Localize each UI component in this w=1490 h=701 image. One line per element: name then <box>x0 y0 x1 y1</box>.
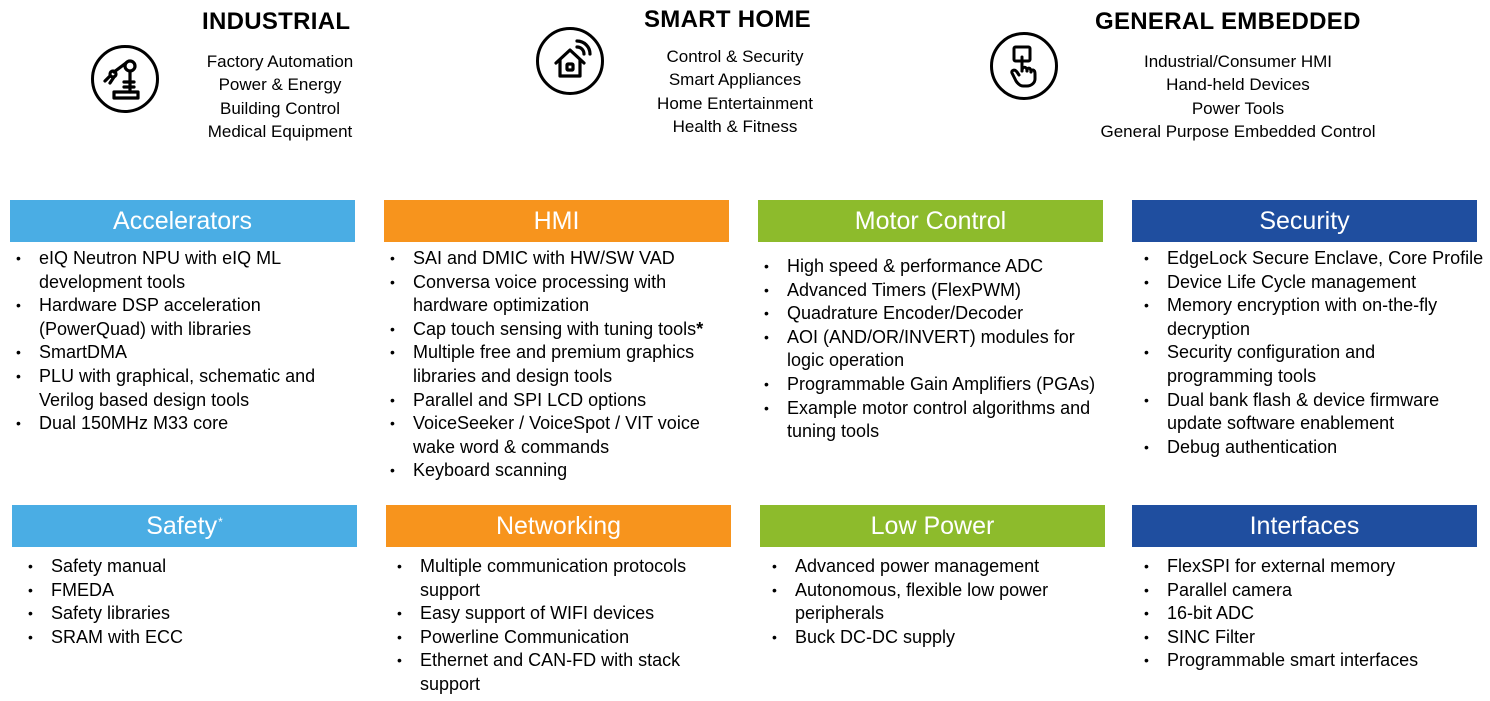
list-item: Home Entertainment <box>657 93 813 113</box>
list-item: Programmable smart interfaces <box>1140 649 1485 673</box>
card-title: Safety <box>146 511 218 540</box>
card-header-interfaces: Interfaces <box>1132 505 1477 547</box>
smart-home-icon <box>536 27 604 95</box>
card-list-safety: Safety manual FMEDA Safety libraries SRA… <box>24 555 354 649</box>
card-list-security: EdgeLock Secure Enclave, Core Profile De… <box>1140 247 1485 459</box>
list-item: Power Tools <box>1191 98 1285 118</box>
list-item: Memory encryption with on-the-fly decryp… <box>1140 294 1485 341</box>
list-item: Ethernet and CAN-FD with stack support <box>393 649 733 696</box>
list-item: Keyboard scanning <box>386 459 741 483</box>
card-title: Low Power <box>870 511 995 540</box>
list-item: AOI (AND/OR/INVERT) modules for logic op… <box>760 326 1105 373</box>
card-title: Accelerators <box>113 206 252 235</box>
list-item: Programmable Gain Amplifiers (PGAs) <box>760 373 1105 397</box>
list-item: Smart Appliances <box>668 70 802 90</box>
card-header-security: Security <box>1132 200 1477 242</box>
app-title: INDUSTRIAL <box>202 8 351 35</box>
list-item: 16-bit ADC <box>1140 602 1485 626</box>
list-item: Quadrature Encoder/Decoder <box>760 302 1105 326</box>
card-list-low-power: Advanced power management Autonomous, fl… <box>768 555 1108 649</box>
list-item: Control & Security <box>666 47 804 66</box>
list-item: Device Life Cycle management <box>1140 271 1485 295</box>
list-item: Hand-held Devices <box>1166 75 1310 95</box>
list-item: Buck DC-DC supply <box>768 626 1108 650</box>
list-item: Multiple free and premium graphics libra… <box>386 341 741 388</box>
touch-hand-icon <box>990 32 1058 100</box>
list-item: Health & Fitness <box>672 116 798 136</box>
card-header-motor-control: Motor Control <box>758 200 1103 242</box>
list-item: Easy support of WIFI devices <box>393 602 733 626</box>
card-title: HMI <box>533 206 580 235</box>
card-title: Security <box>1259 206 1350 235</box>
list-item: Hardware DSP acceleration (PowerQuad) wi… <box>12 294 357 341</box>
list-item: Advanced Timers (FlexPWM) <box>760 279 1105 303</box>
card-list-accelerators: eIQ Neutron NPU with eIQ ML development … <box>12 247 357 436</box>
card-title: Interfaces <box>1249 511 1360 540</box>
card-header-accelerators: Accelerators <box>10 200 355 242</box>
list-item: General Purpose Embedded Control <box>1100 121 1376 141</box>
list-item: Powerline Communication <box>393 626 733 650</box>
list-item: SAI and DMIC with HW/SW VAD <box>386 247 741 271</box>
app-list: Industrial/Consumer HMI Hand-held Device… <box>1090 50 1386 143</box>
card-list-interfaces: FlexSPI for external memory Parallel cam… <box>1140 555 1485 673</box>
list-item: High speed & performance ADC <box>760 255 1105 279</box>
list-item: Parallel and SPI LCD options <box>386 389 741 413</box>
list-item: Medical Equipment <box>207 121 353 141</box>
app-list: Control & Security Smart Appliances Home… <box>650 45 820 138</box>
list-item: Example motor control algorithms and tun… <box>760 397 1105 444</box>
list-item: Conversa voice processing with hardware … <box>386 271 741 318</box>
list-item: Parallel camera <box>1140 579 1485 603</box>
list-item: SmartDMA <box>12 341 357 365</box>
card-title: Networking <box>495 511 622 540</box>
card-header-hmi: HMI <box>384 200 729 242</box>
list-item-text: Cap touch sensing with tuning tools <box>413 318 697 339</box>
list-item: Power & Energy <box>218 75 342 95</box>
app-title: GENERAL EMBEDDED <box>1095 8 1361 35</box>
card-list-networking: Multiple communication protocols support… <box>393 555 733 697</box>
robot-arm-icon <box>91 45 159 113</box>
card-list-motor-control: High speed & performance ADC Advanced Ti… <box>760 255 1105 444</box>
list-item: Safety libraries <box>24 602 354 626</box>
list-item: Safety manual <box>24 555 354 579</box>
list-item: eIQ Neutron NPU with eIQ ML development … <box>12 247 357 294</box>
list-item: Building Control <box>219 98 340 118</box>
footnote-marker: * <box>696 318 704 339</box>
list-item: Advanced power management <box>768 555 1108 579</box>
card-list-hmi: SAI and DMIC with HW/SW VAD Conversa voi… <box>386 247 741 483</box>
list-item: EdgeLock Secure Enclave, Core Profile <box>1140 247 1485 271</box>
list-item: PLU with graphical, schematic and Verilo… <box>12 365 357 412</box>
list-item: SRAM with ECC <box>24 626 354 650</box>
list-item: Dual bank flash & device firmware update… <box>1140 389 1485 436</box>
app-title: SMART HOME <box>644 6 811 33</box>
list-item: Industrial/Consumer HMI <box>1143 52 1332 71</box>
list-item: FMEDA <box>24 579 354 603</box>
card-header-safety: Safety* <box>12 505 357 547</box>
list-item: Debug authentication <box>1140 436 1485 460</box>
list-item: Dual 150MHz M33 core <box>12 412 357 436</box>
list-item: Cap touch sensing with tuning tools* <box>386 318 741 342</box>
list-item: SINC Filter <box>1140 626 1485 650</box>
list-item: Security configuration and programming t… <box>1140 341 1485 388</box>
list-item: FlexSPI for external memory <box>1140 555 1485 579</box>
app-list: Factory Automation Power & Energy Buildi… <box>201 50 359 143</box>
card-header-networking: Networking <box>386 505 731 547</box>
list-item: Factory Automation <box>206 52 354 71</box>
card-header-low-power: Low Power <box>760 505 1105 547</box>
list-item: VoiceSeeker / VoiceSpot / VIT voice wake… <box>386 412 741 459</box>
list-item: Multiple communication protocols support <box>393 555 733 602</box>
card-title: Motor Control <box>854 206 1007 235</box>
footnote-marker: * <box>218 515 223 529</box>
list-item: Autonomous, flexible low power periphera… <box>768 579 1108 626</box>
